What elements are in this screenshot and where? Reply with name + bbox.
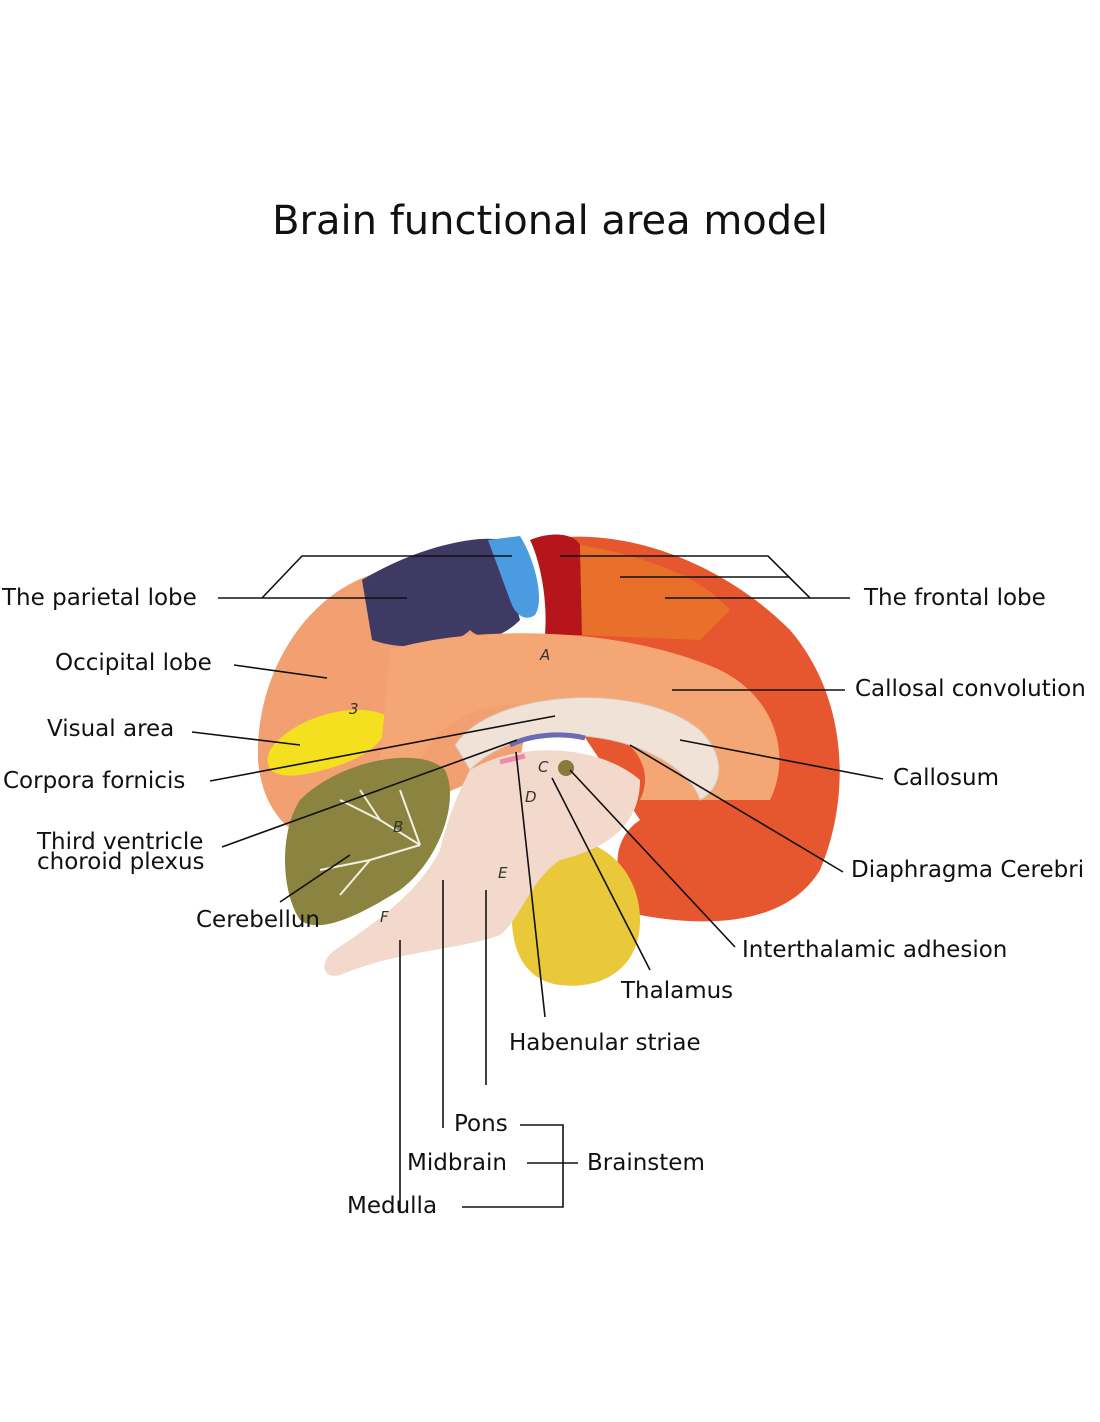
interthalamic-adhesion-dot — [558, 760, 574, 776]
label-parietal-lobe: The parietal lobe — [2, 585, 197, 611]
mark-a: A — [539, 646, 550, 664]
label-corpora-fornicis: Corpora fornicis — [3, 768, 186, 794]
label-third-ventricle-line2: choroid plexus — [37, 849, 205, 875]
label-callosal-convolution: Callosal convolution — [855, 676, 1086, 702]
label-pons: Pons — [454, 1111, 508, 1137]
diagram-title: Brain functional area model — [272, 198, 828, 244]
mark-d: D — [525, 788, 537, 806]
mark-3: 3 — [349, 700, 359, 718]
visual-area — [267, 709, 387, 776]
mark-f: F — [380, 908, 389, 926]
habenular-pink — [499, 753, 526, 765]
label-medulla: Medulla — [347, 1193, 438, 1219]
frontal-lobe — [580, 545, 730, 640]
motor-red — [530, 534, 582, 635]
mark-b: B — [393, 818, 403, 836]
brainstem — [324, 750, 640, 976]
label-cerebellum: Cerebellun — [196, 907, 320, 933]
label-occipital-lobe: Occipital lobe — [55, 650, 212, 676]
cerebellum — [285, 757, 450, 926]
label-thalamus: Thalamus — [621, 978, 734, 1004]
label-visual-area: Visual area — [47, 716, 175, 742]
mark-c: C — [538, 758, 549, 776]
choroid-plexus — [508, 732, 586, 748]
label-habenular-striae: Habenular striae — [509, 1030, 701, 1056]
label-third-ventricle-line1: Third ventricle — [37, 829, 204, 855]
mark-e: E — [498, 864, 508, 882]
label-frontal-lobe: The frontal lobe — [864, 585, 1046, 611]
parietal-lobe — [362, 538, 520, 647]
leader-lines — [191, 555, 884, 1213]
yellow-pituitary-region — [512, 838, 640, 986]
label-diaphragma-cerebri: Diaphragma Cerebri — [851, 857, 1085, 883]
label-interthalamic-adhesion: Interthalamic adhesion — [742, 937, 1008, 963]
label-callosum: Callosum — [893, 765, 999, 791]
arbor-vitae — [319, 789, 421, 896]
label-brainstem: Brainstem — [587, 1150, 705, 1176]
label-midbrain: Midbrain — [407, 1150, 507, 1176]
